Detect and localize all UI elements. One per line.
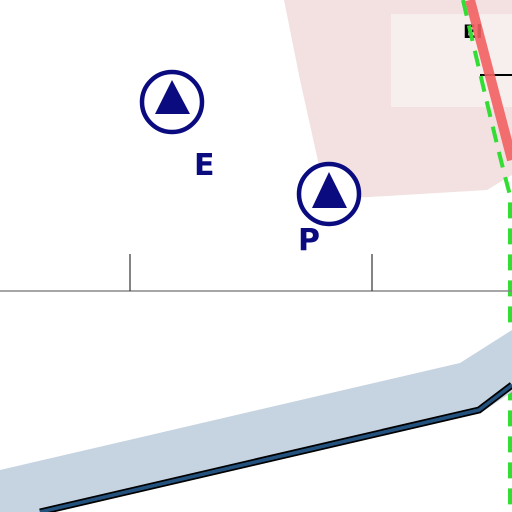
road-line (39, 383, 512, 512)
road-band (0, 330, 512, 512)
marker-p-label: P (298, 223, 320, 258)
triangle-icon (155, 80, 190, 114)
triangle-icon (312, 172, 347, 208)
marker-p[interactable]: P (296, 161, 362, 258)
dashed-boundary (461, 0, 512, 512)
red-route (465, 0, 512, 162)
marker-e-label: E (194, 148, 215, 183)
marker-e[interactable]: E (139, 69, 215, 183)
